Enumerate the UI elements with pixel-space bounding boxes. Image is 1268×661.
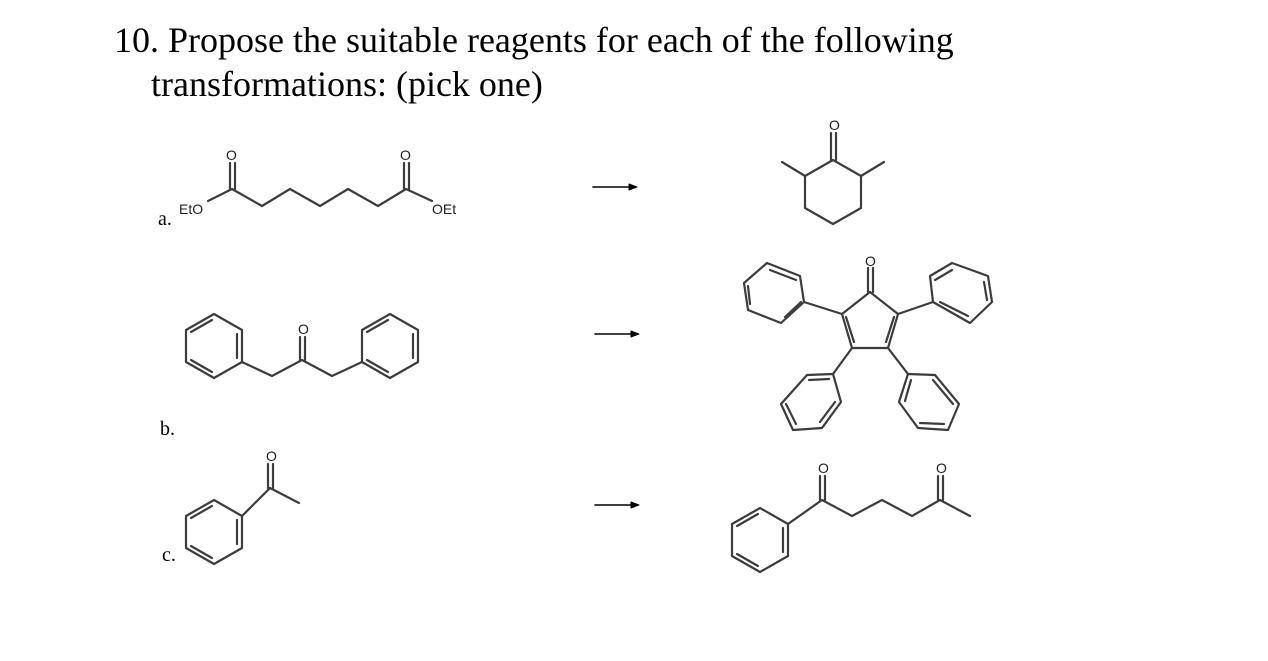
part-a-reactant-structure: O O EtO OEt bbox=[179, 147, 456, 217]
part-c-product-oxygen-2: O bbox=[936, 460, 947, 476]
part-a-eto-label: EtO bbox=[179, 201, 203, 217]
part-a-oet-label: OEt bbox=[432, 201, 456, 217]
part-a-reactant-oxygen-1: O bbox=[226, 147, 237, 163]
part-b-arrow bbox=[594, 330, 640, 338]
part-c-reactant-oxygen: O bbox=[266, 448, 277, 464]
part-a-reactant-oxygen-2: O bbox=[400, 147, 411, 163]
question-line-1: 10. Propose the suitable reagents for ea… bbox=[114, 20, 954, 60]
part-b-reactant-structure: O bbox=[184, 312, 420, 380]
question-text: 10. Propose the suitable reagents for ea… bbox=[114, 18, 954, 106]
part-b-product-oxygen: O bbox=[865, 253, 876, 269]
part-a-product-structure: O bbox=[780, 117, 886, 226]
part-c-product-structure: O O bbox=[730, 460, 972, 574]
part-a-arrow bbox=[592, 183, 638, 191]
question-line-2: transformations: (pick one) bbox=[151, 64, 543, 104]
part-c-product-oxygen-1: O bbox=[818, 460, 829, 476]
part-b-label: b. bbox=[160, 418, 175, 440]
part-a-label: a. bbox=[158, 208, 172, 230]
part-b-reactant-oxygen: O bbox=[298, 321, 309, 337]
part-c-reactant-structure: O bbox=[184, 448, 301, 566]
part-a-product-oxygen: O bbox=[829, 117, 840, 133]
part-b-product-structure: O bbox=[742, 253, 994, 432]
part-c-arrow bbox=[594, 501, 640, 509]
part-c-label: c. bbox=[162, 544, 176, 566]
